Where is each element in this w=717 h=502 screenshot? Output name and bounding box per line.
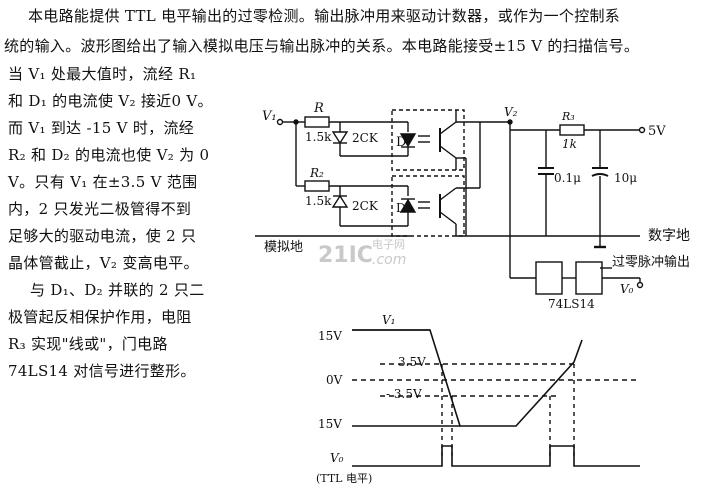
watermark-logo: 21IC [318, 243, 373, 268]
waveform-v1 [352, 329, 583, 427]
label-r3-val: 1k [562, 137, 577, 151]
optocoupler-1 [391, 109, 465, 171]
para2-line1: 当 V₁ 处最大值时，流经 R₁ [8, 65, 197, 83]
inverter-2 [575, 261, 603, 295]
output-terminal [636, 281, 644, 289]
label-analog-ground: 模拟地 [264, 240, 303, 255]
label-digital-ground: 数字地 [648, 228, 690, 244]
wave-label-15v: 15V [318, 329, 342, 343]
label-led-d2: D₂ [396, 201, 411, 215]
v1-terminal [276, 118, 284, 126]
label-r1-val: 1.5k [305, 130, 332, 144]
para2-line4: R₂ 和 D₂ 的电流也使 V₂ 为 0 [8, 146, 210, 164]
para2-line8: 晶体管截止，V₂ 变高电平。 [8, 254, 199, 272]
wave-label-v1: V₁ [382, 313, 395, 327]
label-r2-val: 1.5k [305, 194, 332, 208]
label-74ls14: 74LS14 [548, 297, 595, 311]
label-c1: 0.1μ [554, 171, 581, 185]
wave-label-ttl: (TTL 电平) [316, 472, 372, 485]
para1-line2: 统的输入。波形图给出了输入模拟电压与输出脉冲的关系。本电路能接受±15 V 的扫… [4, 37, 640, 55]
watermark-com: .com [372, 252, 406, 268]
label-2ck-2: 2CK [352, 199, 379, 213]
label-2ck-1: 2CK [352, 131, 379, 145]
led-d1 [399, 133, 417, 148]
para2-line7: 足够大的驱动电流，使 2 只 [8, 227, 197, 245]
watermark-cn: 电子网 [372, 238, 405, 251]
para2-line2: 和 D₁ 的电流使 V₂ 接近0 V。 [8, 92, 213, 110]
wave-label-pos35: 3.5V [398, 355, 426, 369]
para2-line3: 而 V₁ 到达 -15 V 时，流经 [8, 119, 195, 137]
label-r3: R₃ [561, 110, 575, 123]
para3-line2: 极管起反相保护作用，电阻 [8, 308, 192, 326]
label-output: 过零脉冲输出 [612, 254, 690, 270]
wave-label-0v: 0V [326, 373, 343, 387]
wave-label-neg35: - 3.5V [386, 387, 422, 401]
para3-line3: R₃ 实现"线或"，门电路 [8, 335, 168, 353]
supply-terminal [638, 126, 646, 134]
inverter-1 [535, 261, 563, 295]
resistor-r2 [304, 180, 330, 192]
label-led-d1: D [396, 135, 406, 150]
para3-line4: 74LS14 对信号进行整形。 [8, 362, 196, 380]
label-v2: V₂ [504, 105, 518, 119]
label-r2: R₂ [309, 166, 324, 180]
label-supply: 5V [648, 124, 666, 139]
wave-label-neg15v: 15V [318, 417, 342, 431]
waveform-vo [352, 445, 640, 467]
resistor-r1 [304, 116, 330, 128]
para2-line6: 内，2 只发光二极管得不到 [8, 200, 192, 218]
diode-2ck-2 [331, 194, 349, 208]
para2-line5: V。只有 V₁ 在±3.5 V 范围 [8, 173, 198, 191]
label-v1: V₁ [262, 109, 277, 124]
label-c2: 10μ [614, 171, 637, 185]
para3-line1: 与 D₁、D₂ 并联的 2 只二 [30, 281, 205, 299]
wave-label-vo: V₀ [330, 451, 344, 465]
para1-line1: 本电路能提供 TTL 电平输出的过零检测。输出脉冲用来驱动计数器，或作为一个控制… [28, 7, 621, 25]
diode-2ck-1 [331, 131, 349, 145]
label-vo-circuit: V₀ [620, 282, 634, 296]
resistor-r3 [559, 124, 585, 136]
optocoupler-2 [391, 175, 465, 237]
label-r1: R [313, 101, 324, 116]
